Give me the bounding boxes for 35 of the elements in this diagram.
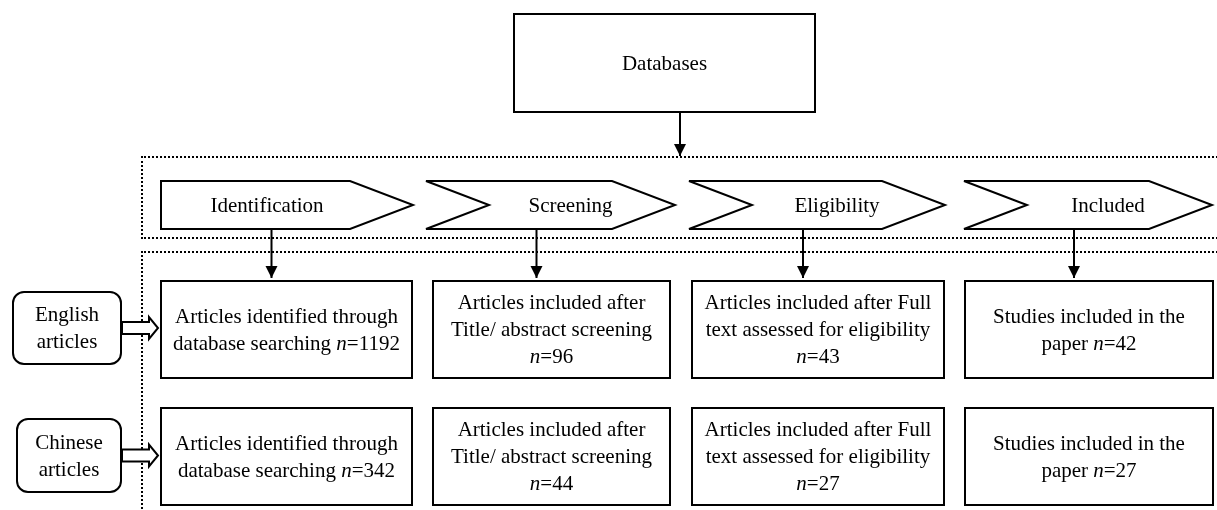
rounded-box xyxy=(16,418,122,493)
node-text: Articles included after Title/ abstract screening n=44 xyxy=(451,417,652,495)
block-arrow xyxy=(121,314,160,342)
node-text: Articles included after Title/ abstract screening n=96 xyxy=(451,290,652,368)
node-text: Databases xyxy=(621,50,708,75)
arrow xyxy=(797,227,809,279)
stage-label: Identification xyxy=(210,191,324,219)
process-box xyxy=(160,280,413,379)
block-arrow xyxy=(121,441,160,470)
process-box xyxy=(513,13,816,113)
process-box xyxy=(432,280,671,379)
stage-label: Screening xyxy=(528,191,613,219)
node-text: English articles xyxy=(34,302,100,353)
arrow xyxy=(1068,227,1080,279)
dotted-group-frame xyxy=(141,251,1217,510)
node-text: Articles identified through database searching n=1192 xyxy=(173,303,400,355)
arrow xyxy=(265,227,278,279)
process-box xyxy=(964,280,1214,379)
node-text: Articles included after Full text assessed for eligibility n=43 xyxy=(704,290,932,368)
process-box xyxy=(432,407,671,506)
node-text: Articles identified through database searching n=342 xyxy=(175,430,398,482)
node-text: Studies included in the paper n=27 xyxy=(993,430,1185,482)
dotted-group-frame xyxy=(141,156,1217,239)
arrow xyxy=(530,227,543,279)
process-box xyxy=(691,280,945,379)
stage-label: Included xyxy=(1071,191,1145,219)
process-box xyxy=(964,407,1214,506)
node-text: Articles included after Full text assessed for eligibility n=27 xyxy=(704,417,932,495)
stage-label: Eligibility xyxy=(794,191,880,219)
process-box xyxy=(691,407,945,506)
node-text: Chinese articles xyxy=(35,429,103,481)
process-box xyxy=(160,407,413,506)
arrow xyxy=(674,112,686,157)
node-text: Studies included in the paper n=42 xyxy=(993,303,1185,355)
rounded-box xyxy=(12,291,122,365)
